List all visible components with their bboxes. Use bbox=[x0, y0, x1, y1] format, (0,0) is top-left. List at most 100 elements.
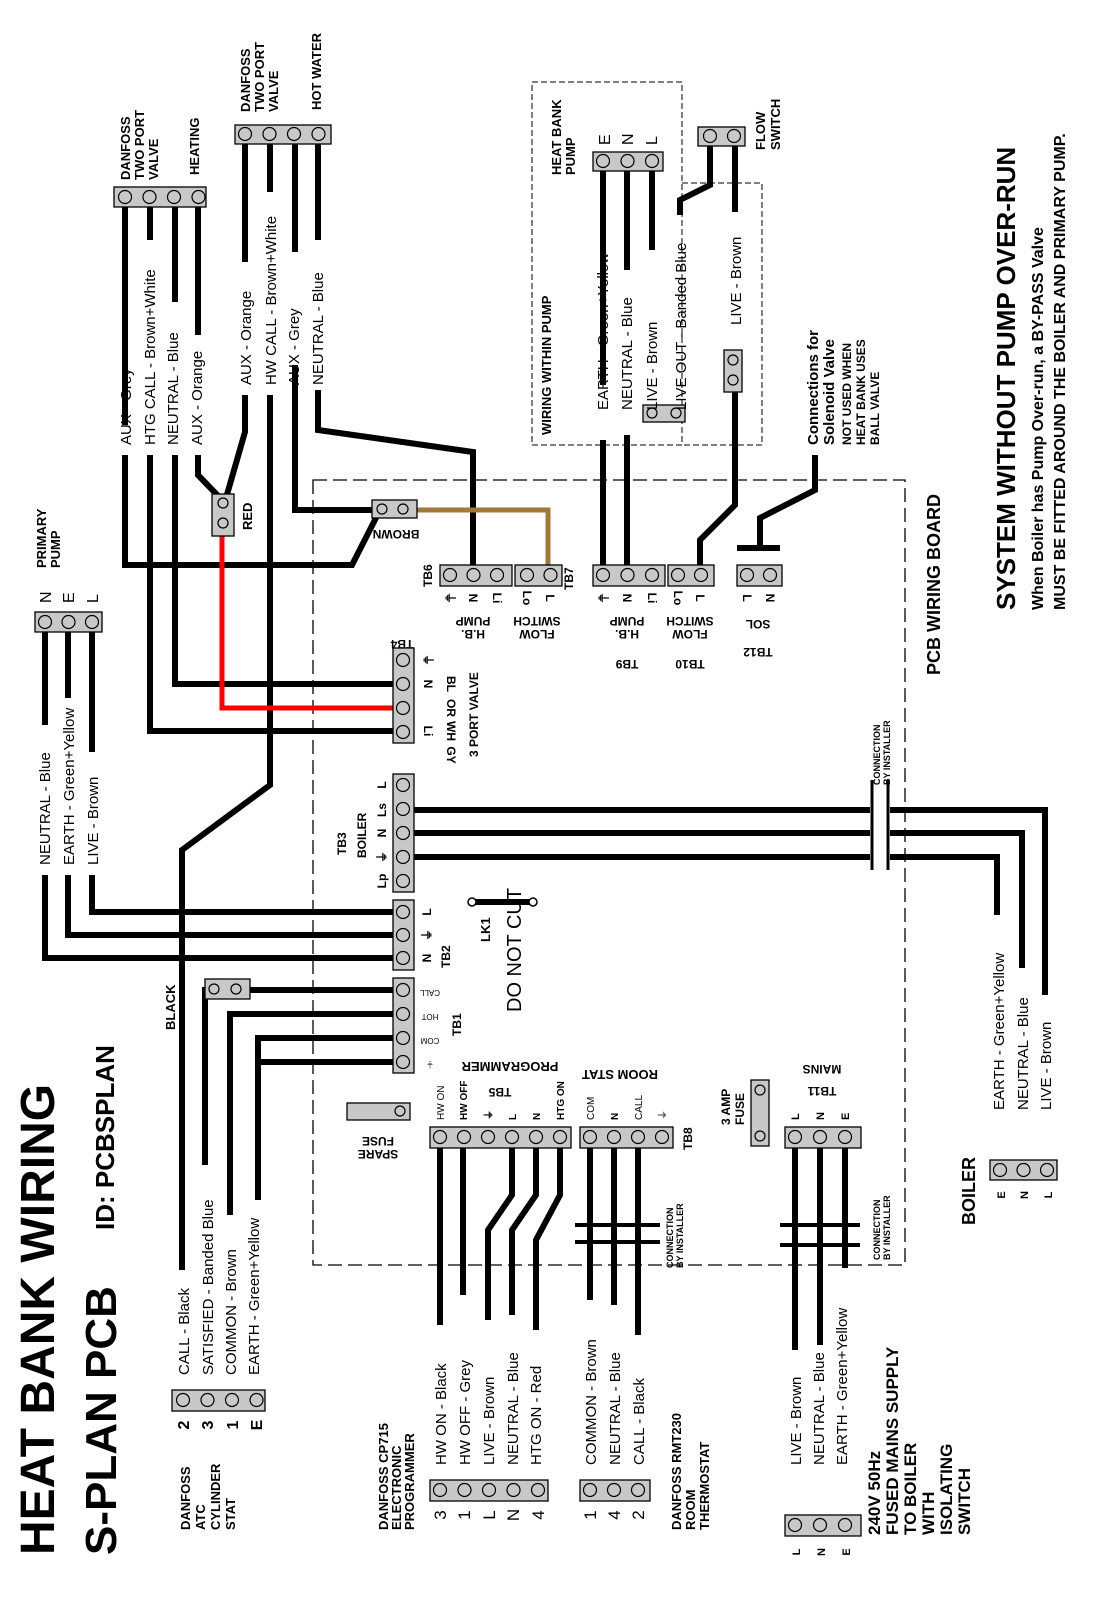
terminal-label: E bbox=[61, 592, 78, 603]
link-pad bbox=[467, 897, 477, 907]
hw-valve-terminal bbox=[234, 124, 332, 145]
terminal-screw bbox=[552, 1129, 568, 1145]
terminal-screw bbox=[630, 1482, 646, 1498]
terminal-screw bbox=[620, 153, 635, 169]
terminal-label: 4 bbox=[605, 1510, 624, 1519]
cylinder-stat-name: DANFOSS bbox=[178, 1466, 193, 1530]
solenoid-wire bbox=[757, 455, 818, 548]
wire-label: NEUTRAL - Blue bbox=[811, 1352, 828, 1465]
tb4-name: 3 PORT VALVE bbox=[467, 672, 481, 757]
terminal-screw bbox=[504, 1129, 520, 1145]
terminal-label: L bbox=[791, 1548, 803, 1555]
prog-live-wire bbox=[485, 1147, 515, 1320]
solenoid-note: NOT USED WHEN bbox=[840, 343, 854, 445]
terminal-label: ⏚ bbox=[420, 929, 434, 941]
do-not-cut-label: DO NOT CUT bbox=[504, 888, 526, 1012]
terminal-screw bbox=[230, 983, 242, 995]
terminal-label: Li bbox=[490, 593, 504, 604]
tb9-name: H.B. bbox=[615, 627, 639, 641]
tb5-name: PROGRAMMER bbox=[461, 1059, 558, 1074]
solenoid-note: Solenoid Valve bbox=[821, 339, 838, 445]
cylinder-stat-name: ATC bbox=[193, 1504, 208, 1530]
terminal-screw bbox=[837, 1129, 853, 1145]
programmer-name: ELECTRONIC bbox=[389, 1445, 404, 1530]
live-out-wire bbox=[677, 146, 713, 215]
terminal-label: Ls bbox=[375, 803, 389, 817]
tb4-terminal bbox=[392, 647, 415, 744]
diagram-id: ID: PCBSPLAN bbox=[90, 1045, 120, 1230]
terminal-label: L bbox=[480, 1510, 499, 1519]
terminal-screw bbox=[249, 1392, 264, 1408]
terminal-screw bbox=[620, 567, 635, 583]
room-stat-name: DANFOSS RMT230 bbox=[669, 1413, 684, 1530]
flow-switch-outline bbox=[682, 182, 763, 446]
terminal-screw bbox=[727, 374, 739, 386]
terminal-label: N bbox=[620, 594, 634, 603]
terminal-screw bbox=[166, 189, 182, 205]
tb8-terminal bbox=[579, 1126, 674, 1149]
red-label: RED bbox=[240, 503, 255, 530]
terminal-screw bbox=[61, 614, 76, 630]
black-connector bbox=[204, 978, 251, 1000]
boiler-terminal bbox=[989, 1159, 1058, 1181]
terminal-label: 3 bbox=[200, 1420, 217, 1429]
terminal-label: Li bbox=[421, 726, 435, 737]
spare-fuse-label: FUSE bbox=[362, 1134, 394, 1148]
terminal-blocks bbox=[34, 124, 1058, 1537]
terminal-screw bbox=[395, 724, 411, 740]
wire-label: EARTH - Green+Yellow bbox=[61, 708, 78, 865]
terminal-label: HW ON bbox=[436, 1086, 447, 1120]
tb5-terminal bbox=[429, 1126, 572, 1149]
tb9-name: PUMP bbox=[610, 614, 645, 628]
wire-label: AUX - Grey bbox=[118, 368, 135, 445]
mains-terminal bbox=[784, 1514, 862, 1537]
terminal-label: N bbox=[466, 594, 480, 603]
terminal-label: N bbox=[532, 1113, 543, 1120]
terminal-label: HTG ON bbox=[556, 1081, 567, 1120]
terminal-label: Lo bbox=[671, 591, 685, 606]
tb7-label: TB7 bbox=[562, 567, 576, 590]
black-label: BLACK bbox=[163, 984, 178, 1030]
terminal-screw bbox=[376, 503, 388, 515]
wire-label: CALL - Black bbox=[176, 1288, 193, 1375]
wire-label: AUX - Orange bbox=[238, 291, 255, 385]
mains-name: WITH bbox=[919, 1492, 938, 1535]
hw-aux-grey-wire bbox=[292, 365, 380, 513]
terminal-screw bbox=[311, 126, 326, 142]
programmer-name: PROGRAMMER bbox=[402, 1433, 417, 1530]
cylinder-stat-name: CYLINDER bbox=[208, 1463, 223, 1530]
wire-label: EARTH - Green+Yellow bbox=[595, 253, 612, 410]
terminal-screw bbox=[489, 567, 505, 583]
tb11-label: TB11 bbox=[807, 1084, 836, 1098]
terminal-screw bbox=[754, 1084, 766, 1096]
terminal-label: N bbox=[816, 1548, 828, 1556]
terminal-screw bbox=[395, 1006, 411, 1022]
installer-connection-label: BY INSTALLER bbox=[882, 1195, 892, 1260]
terminal-screw bbox=[646, 407, 658, 419]
tb12-terminal bbox=[736, 564, 783, 587]
wires bbox=[42, 143, 1048, 1350]
heating-valve-name: VALVE bbox=[146, 138, 161, 180]
red-connector bbox=[211, 493, 235, 537]
terminal-screw bbox=[992, 1162, 1008, 1178]
terminal-label: 1 bbox=[225, 1420, 242, 1429]
terminal-screw bbox=[224, 1392, 240, 1408]
terminal-label: N bbox=[620, 133, 637, 145]
hw-valve-use: HOT WATER bbox=[309, 32, 324, 110]
terminal-label: ⏚ bbox=[421, 654, 435, 666]
terminal-label: HW OFF bbox=[459, 1081, 470, 1120]
mains-name: TO BOILER bbox=[901, 1443, 920, 1535]
terminal-label: L bbox=[375, 781, 389, 788]
terminal-screw bbox=[480, 1129, 496, 1145]
terminal-screw bbox=[1039, 1162, 1055, 1178]
terminal-screw bbox=[395, 700, 411, 716]
terminal-screw bbox=[395, 777, 411, 793]
boiler-earth-wire bbox=[890, 854, 1000, 915]
tb1-hot-wire bbox=[227, 1011, 413, 1215]
wire-label: CALL - Black bbox=[631, 1378, 648, 1465]
terminal-label: ⏚ bbox=[483, 1110, 495, 1120]
terminal-label: L bbox=[790, 1113, 802, 1120]
tb7-name: SWITCH bbox=[513, 614, 560, 628]
fuse-label: 3 AMP bbox=[719, 1089, 733, 1125]
three-amp-fuse bbox=[750, 1079, 770, 1147]
